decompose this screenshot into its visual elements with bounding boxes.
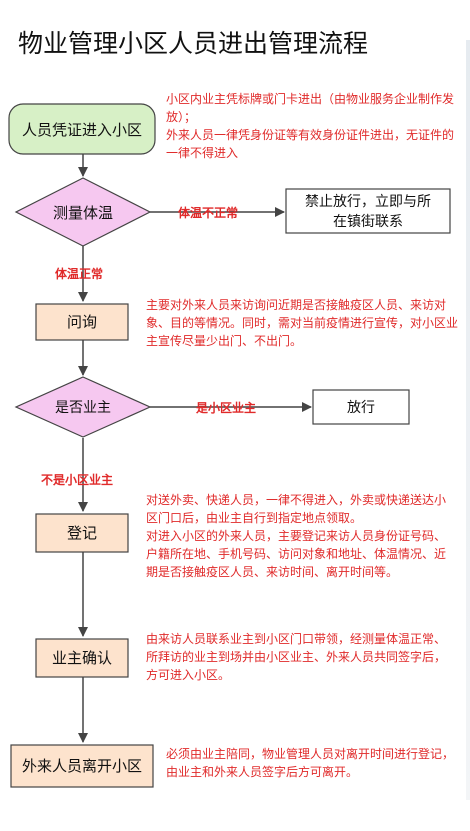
note-leave-text: 必须由业主陪同，物业管理人员对离开时间进行登记，由业主和外来人员签字后方可离开。 xyxy=(166,747,455,779)
node-register-label: 登记 xyxy=(67,524,97,542)
node-deny-label-line1: 禁止放行，立即与所 xyxy=(305,194,431,210)
edge-label-temp-normal: 体温正常 xyxy=(55,266,103,281)
edge-label-temp-abnormal: 体温不正常 xyxy=(178,205,238,220)
node-deny-label-line2: 在镇街联系 xyxy=(333,214,403,230)
node-register xyxy=(35,513,129,553)
note-entry-p2: 外来人员一律凭身份证等有效身份证件进出，无证件的一律不得进入 xyxy=(166,128,455,160)
note-leave: 必须由业主陪同，物业管理人员对离开时间进行登记，由业主和外来人员签字后方可离开。 xyxy=(166,745,456,781)
note-register: 对送外卖、快递人员，一律不得进入，外卖或快递送达小区门口后，由业主自行到指定地点… xyxy=(146,491,450,581)
node-inquiry xyxy=(35,303,129,341)
node-resident-confirm-label: 业主确认 xyxy=(52,649,112,667)
note-inquiry-text: 主要对外来人员来访询问近期是否接触疫区人员、来访对象、目的等情况。同时，需对当前… xyxy=(146,298,459,348)
page-title: 物业管理小区人员进出管理流程 xyxy=(18,29,369,58)
node-deny xyxy=(285,188,451,234)
node-inquiry-label: 问询 xyxy=(67,313,97,331)
node-visitor-leave-label: 外来人员离开小区 xyxy=(22,757,142,775)
node-resident-confirm xyxy=(35,638,129,678)
note-entry: 小区内业主凭标牌或门卡进出（由物业服务企业制作发放）； 外来人员一律凭身份证等有… xyxy=(166,90,456,162)
node-visitor-leave xyxy=(10,744,154,788)
edge-label-is-resident: 是小区业主 xyxy=(195,400,256,415)
node-release-label: 放行 xyxy=(347,400,375,416)
note-entry-p1: 小区内业主凭标牌或门卡进出（由物业服务企业制作发放）； xyxy=(166,92,455,124)
node-temperature-label: 测量体温 xyxy=(53,204,113,222)
node-entry-label: 人员凭证进入小区 xyxy=(22,121,142,139)
node-is-resident xyxy=(14,376,152,438)
node-temperature xyxy=(14,177,152,247)
node-is-resident-label: 是否业主 xyxy=(55,400,111,416)
edge-label-not-resident: 不是小区业主 xyxy=(41,472,113,487)
note-inquiry: 主要对外来人员来访询问近期是否接触疫区人员、来访对象、目的等情况。同时，需对当前… xyxy=(146,296,458,350)
right-edge-shadow xyxy=(466,40,470,800)
note-register-p2: 对进入小区的外来人员，主要登记来访人员身份证号码、户籍所在地、手机号码、访问对象… xyxy=(146,529,447,579)
node-release xyxy=(312,389,410,425)
note-confirm-text: 由来访人员联系业主到小区门口带领，经测量体温正常、所拜访的业主到场并由小区业主、… xyxy=(146,632,447,682)
note-register-p1: 对送外卖、快递人员，一律不得进入，外卖或快递送达小区门口后，由业主自行到指定地点… xyxy=(146,493,447,525)
note-confirm: 由来访人员联系业主到小区门口带领，经测量体温正常、所拜访的业主到场并由小区业主、… xyxy=(146,630,450,684)
node-entry xyxy=(8,103,156,155)
